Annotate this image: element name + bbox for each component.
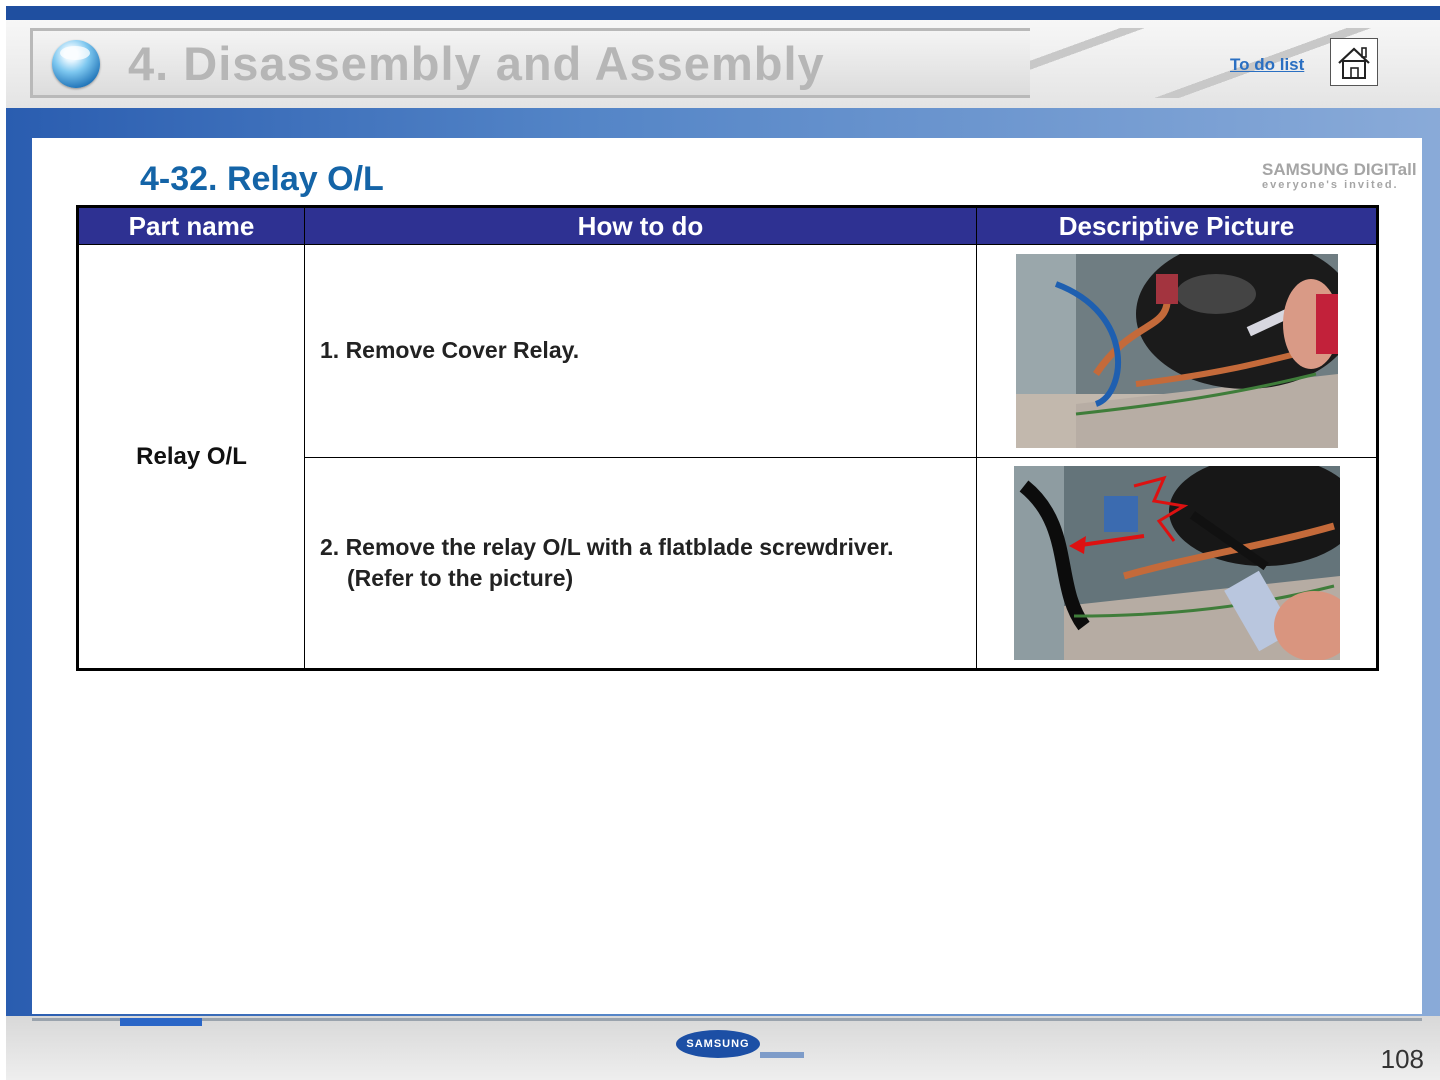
home-icon <box>1331 39 1377 85</box>
step-1-text: 1. Remove Cover Relay. <box>320 337 579 363</box>
table-header-row: Part name How to do Descriptive Picture <box>78 207 1378 245</box>
samsung-logo-subtext <box>760 1052 804 1058</box>
brand-line-2: everyone's invited. <box>1262 179 1412 191</box>
page-title: 4. Disassembly and Assembly <box>128 36 825 91</box>
header-part-name: Part name <box>78 207 305 245</box>
bullet-orb-icon <box>52 40 100 88</box>
footer-accent-bar <box>120 1018 202 1026</box>
home-button[interactable] <box>1330 38 1378 86</box>
header-how-to-do: How to do <box>305 207 977 245</box>
part-name-cell: Relay O/L <box>78 245 305 670</box>
table-row: Relay O/L 1. Remove Cover Relay. <box>78 245 1378 457</box>
step-2-cell: 2. Remove the relay O/L with a flatblade… <box>305 457 977 669</box>
footer-line <box>32 1018 1422 1021</box>
top-blue-bar <box>6 6 1440 20</box>
step-1-cell: 1. Remove Cover Relay. <box>305 245 977 457</box>
samsung-digitall-logo: SAMSUNG DIGITall everyone's invited. <box>1262 160 1412 194</box>
picture-1-cell <box>977 245 1378 457</box>
to-do-list-link[interactable]: To do list <box>1230 55 1304 75</box>
relay-removal-photo <box>1014 466 1340 660</box>
brand-line-1: SAMSUNG DIGITall <box>1262 160 1412 180</box>
samsung-logo: SAMSUNG <box>676 1030 760 1058</box>
picture-2-cell <box>977 457 1378 669</box>
step-2-subtext: (Refer to the picture) <box>320 563 976 594</box>
step-2-text: 2. Remove the relay O/L with a flatblade… <box>320 534 894 560</box>
header-descriptive-picture: Descriptive Picture <box>977 207 1378 245</box>
page-number: 108 <box>1381 1044 1424 1075</box>
procedure-table: Part name How to do Descriptive Picture … <box>76 205 1379 671</box>
section-title: 4-32. Relay O/L <box>140 160 384 199</box>
cover-relay-photo <box>1016 254 1338 448</box>
